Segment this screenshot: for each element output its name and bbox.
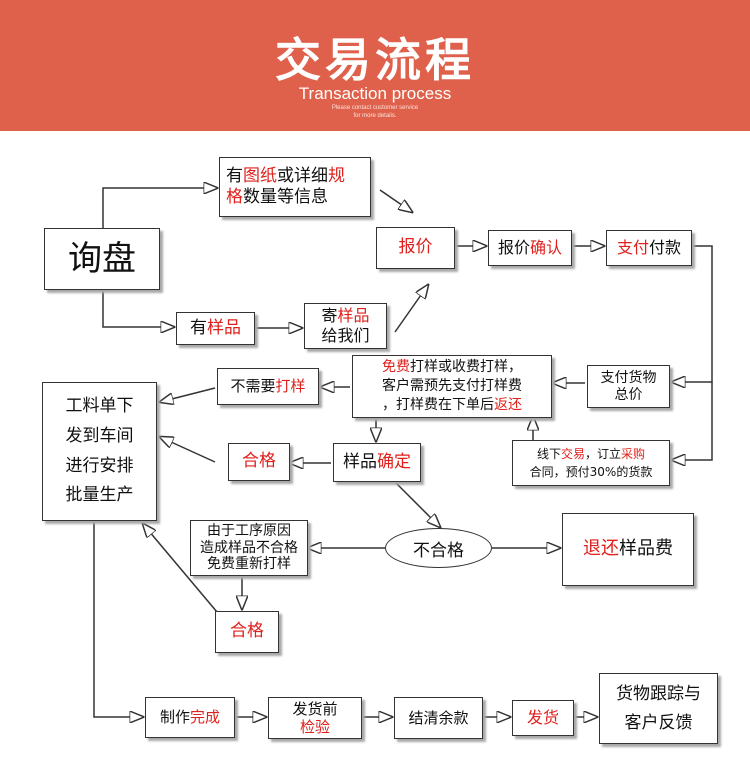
sample-confirm-text-a: 样品 <box>343 451 377 472</box>
pass-label-1: 合格 <box>242 451 276 472</box>
inspect-node: 发货前 检验 <box>268 697 362 739</box>
reason-line-3: 免费重新打样 <box>207 556 291 573</box>
pay-goods-text-b: 总价 <box>614 386 643 403</box>
has-sample-node: 有样品 <box>176 312 255 345</box>
production-line-4: 批量生产 <box>65 485 134 506</box>
pay-goods-text-a: 支付货物 <box>600 370 657 387</box>
drawings-text-c: 或详细 <box>277 165 328 186</box>
no-sample-node: 不需要打样 <box>217 368 319 405</box>
reason-line-1: 由于工序原因 <box>207 522 291 539</box>
offline-text-b: 交易 <box>560 447 585 461</box>
sample-confirm-node: 样品确定 <box>333 443 421 482</box>
drawings-text-a: 有 <box>226 165 243 186</box>
production-node: 工料单下 发到车间 进行安排 批量生产 <box>42 382 157 521</box>
sample-confirm-text-b: 确定 <box>377 451 411 472</box>
drawings-text-b: 图纸 <box>243 165 277 186</box>
quote-confirm-node: 报价确认 <box>488 230 572 266</box>
ship-node: 发货 <box>512 700 574 736</box>
refund-text-b: 样品费 <box>619 538 673 560</box>
inquiry-label: 询盘 <box>68 238 136 279</box>
pay-text-b: 付款 <box>649 238 682 257</box>
page-title: 交易流程 <box>275 33 475 87</box>
production-line-3: 进行安排 <box>65 455 134 476</box>
production-line-2: 发到车间 <box>65 425 134 446</box>
inquiry-node: 询盘 <box>44 228 160 290</box>
header-note-line1: Please contact customer service <box>331 105 419 111</box>
policy-text-a: 免费 <box>382 359 410 376</box>
offline-text-a: 线下 <box>536 447 561 461</box>
track-line-2: 客户反馈 <box>624 712 693 733</box>
quote-label: 报价 <box>398 237 433 258</box>
page-subtitle: Transaction process <box>298 84 452 103</box>
pass-node-1: 合格 <box>228 443 290 481</box>
pass-label-2: 合格 <box>230 621 264 642</box>
reason-line-2: 造成样品不合格 <box>200 539 298 556</box>
arrow-inquiry-to-sample <box>102 290 174 327</box>
pay-goods-node: 支付货物 总价 <box>587 365 670 408</box>
drawings-text-e: 格 <box>226 187 243 207</box>
drawings-text-f: 数量等信息 <box>243 187 328 207</box>
send-sample-text-a: 寄 <box>321 306 338 325</box>
refund-text-a: 退还 <box>583 538 619 560</box>
track-node: 货物跟踪与 客户反馈 <box>599 673 718 744</box>
no-sample-text-a: 不需要 <box>230 377 276 396</box>
quote-confirm-text-a: 报价 <box>497 238 530 257</box>
made-text-b: 完成 <box>190 708 221 727</box>
pass-node-2: 合格 <box>215 611 279 653</box>
pay-node: 支付付款 <box>606 230 692 266</box>
header-banner: 交易流程 Transaction process Please contact … <box>0 0 750 131</box>
sampling-policy-node: 免费打样或收费打样， 客户需预先支付打样费 ，打样费在下单后返还 <box>352 355 552 418</box>
offline-text-c: ，订立 <box>585 447 622 461</box>
made-text-a: 制作 <box>159 708 190 727</box>
policy-text-d: ，打样费在下单后 <box>382 396 494 413</box>
arrow-pass-to-production <box>160 437 216 463</box>
arrow-production-to-made <box>93 521 143 717</box>
send-sample-node: 寄样品 给我们 <box>304 303 387 349</box>
send-sample-text-c: 给我们 <box>321 326 370 345</box>
header-note: Please contact customer service for more… <box>0 104 750 120</box>
arrow-to-offline <box>672 382 713 460</box>
policy-text-c: 客户需预先支付打样费 <box>382 378 522 395</box>
arrow-nosample-to-production <box>160 387 216 402</box>
ship-label: 发货 <box>526 708 559 727</box>
refund-node: 退还样品费 <box>562 513 694 586</box>
pay-text-a: 支付 <box>616 238 649 257</box>
settle-label: 结清余款 <box>408 708 469 727</box>
quote-confirm-text-b: 确认 <box>530 238 563 257</box>
inspect-text-b: 检验 <box>299 718 330 736</box>
arrow-pay-down <box>672 245 713 382</box>
policy-text-e: 返还 <box>494 396 522 413</box>
has-sample-text-b: 样品 <box>207 317 241 338</box>
process-reason-node: 由于工序原因 造成样品不合格 免费重新打样 <box>190 520 308 576</box>
production-line-1: 工料单下 <box>65 396 134 416</box>
quote-node: 报价 <box>376 227 455 269</box>
settle-node: 结清余款 <box>394 697 483 739</box>
drawings-node: 有图纸或详细规 格数量等信息 <box>219 157 371 217</box>
inspect-text-a: 发货前 <box>292 700 338 718</box>
track-line-1: 货物跟踪与 <box>616 683 701 704</box>
offline-text-e: 合同，预付30%的货款 <box>529 465 653 479</box>
fail-node: 不合格 <box>385 528 492 568</box>
arrow-drawings-to-quote <box>379 189 412 212</box>
header-note-line2: for more details. <box>353 113 397 119</box>
arrow-pass2-to-production <box>143 524 218 613</box>
arrow-send-to-quote <box>394 285 428 333</box>
has-sample-text-a: 有 <box>190 317 207 338</box>
fail-label: 不合格 <box>413 540 464 561</box>
made-node: 制作完成 <box>145 697 235 738</box>
offline-text-d: 采购 <box>621 447 646 461</box>
no-sample-text-b: 打样 <box>275 377 306 396</box>
send-sample-text-b: 样品 <box>337 306 370 325</box>
arrow-sampleconfirm-to-fail <box>395 482 440 527</box>
offline-node: 线下交易，订立采购 合同，预付30%的货款 <box>512 440 670 486</box>
arrow-inquiry-to-drawings <box>102 188 217 228</box>
drawings-text-d: 规 <box>328 165 345 186</box>
policy-text-b: 打样或收费打样， <box>410 359 522 376</box>
